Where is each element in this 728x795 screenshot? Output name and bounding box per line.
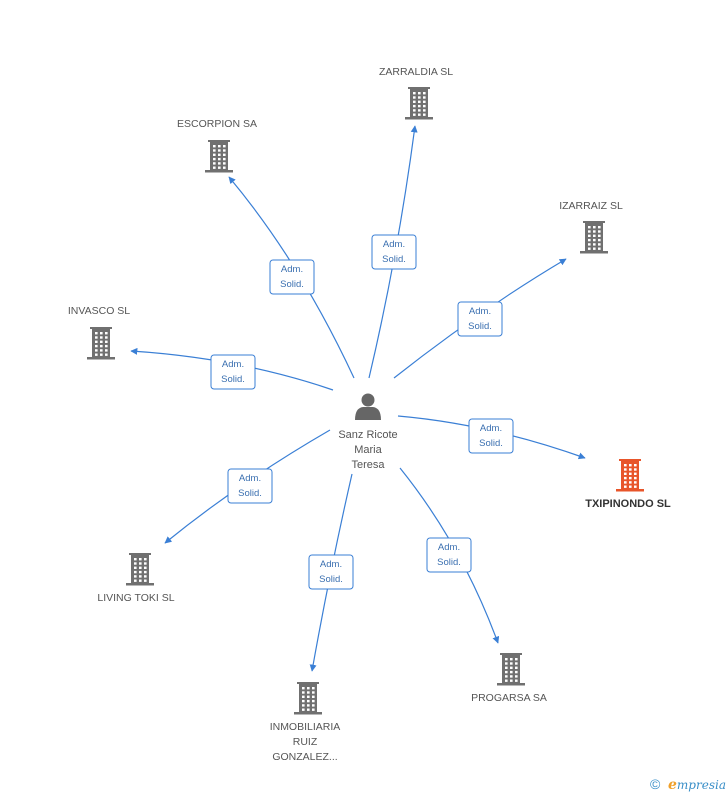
building-icon [205, 140, 233, 173]
edge-label-text: Adm. [383, 239, 405, 250]
building-icon [497, 653, 525, 686]
edge-txipinondo[interactable]: Adm. Solid. [397, 415, 586, 460]
edge-label-box[interactable] [308, 554, 354, 590]
building-icon [616, 459, 644, 492]
edge-label-text: Adm. [469, 306, 491, 317]
edge-zarraldia[interactable]: Adm. Solid. [368, 125, 418, 379]
nodes-layer: ZARRALDIA SL ESCORPION SA IZARRAIZ SL INVAS… [68, 66, 671, 763]
edge-label-text: Solid. [479, 438, 503, 449]
edge-progarsa[interactable]: Adm. Solid. [399, 467, 500, 644]
person-icon [355, 393, 381, 420]
edge-izarraiz[interactable]: Adm. Solid. [393, 258, 567, 379]
company-node-living-toki[interactable]: LIVING TOKI SL [97, 553, 175, 604]
company-label: TXIPINONDO SL [585, 498, 671, 510]
company-label: ZARRALDIA SL [379, 66, 453, 78]
person-label: Maria [354, 444, 382, 456]
building-icon [87, 327, 115, 360]
company-node-txipinondo[interactable]: TXIPINONDO SL [585, 459, 671, 510]
company-node-izarraiz[interactable]: IZARRAIZ SL [559, 200, 623, 254]
edge-label-box[interactable] [227, 468, 273, 504]
building-icon [126, 553, 154, 586]
copyright-symbol: © [650, 776, 661, 792]
company-label: RUIZ [293, 736, 318, 748]
company-node-progarsa[interactable]: PROGARSA SA [471, 653, 547, 704]
edge-label-text: Adm. [480, 423, 502, 434]
edge-label-text: Solid. [382, 254, 406, 265]
brand-initial: e [668, 777, 677, 793]
building-icon [405, 87, 433, 120]
edge-label-box[interactable] [371, 234, 417, 270]
company-label: LIVING TOKI SL [97, 592, 174, 604]
company-label: PROGARSA SA [471, 692, 547, 704]
person-label: Sanz Ricote [338, 429, 397, 441]
edge-label-text: Solid. [437, 557, 461, 568]
edges-layer: Adm. Solid. Adm. Solid. Adm. Solid. Adm. Solid.… [130, 125, 586, 672]
edge-escorpion[interactable]: Adm. Solid. [228, 176, 355, 379]
edge-inmobiliaria[interactable]: Adm. Solid. [308, 473, 354, 672]
company-node-invasco[interactable]: INVASCO SL [68, 305, 130, 360]
building-icon [294, 682, 322, 715]
edge-label-text: Adm. [222, 359, 244, 370]
edge-label-box[interactable] [426, 537, 472, 573]
edge-label-text: Solid. [280, 279, 304, 290]
building-icon [580, 221, 608, 254]
company-label: INVASCO SL [68, 305, 130, 317]
company-label: INMOBILIARIA [270, 721, 341, 733]
edge-label-box[interactable] [468, 418, 514, 454]
edge-label-text: Adm. [438, 542, 460, 553]
edge-label-text: Adm. [239, 473, 261, 484]
person-label: Teresa [351, 459, 385, 471]
edge-label-box[interactable] [457, 301, 503, 337]
company-node-zarraldia[interactable]: ZARRALDIA SL [379, 66, 453, 120]
edge-label-text: Adm. [320, 559, 342, 570]
edge-label-box[interactable] [269, 259, 315, 295]
brand-rest: mpresia [677, 778, 726, 792]
edge-label-text: Solid. [319, 574, 343, 585]
edge-label-text: Adm. [281, 264, 303, 275]
edge-label-text: Solid. [221, 374, 245, 385]
footer-brand: © empresia [650, 776, 726, 793]
brand-logo[interactable]: empresia [668, 777, 726, 793]
company-label: ESCORPION SA [177, 118, 257, 130]
company-node-inmobiliaria[interactable]: INMOBILIARIA RUIZ GONZALEZ... [270, 682, 341, 763]
company-node-escorpion[interactable]: ESCORPION SA [177, 118, 257, 173]
company-label: GONZALEZ... [272, 751, 337, 763]
company-label: IZARRAIZ SL [559, 200, 623, 212]
edge-label-box[interactable] [210, 354, 256, 390]
edge-label-text: Solid. [468, 321, 492, 332]
edge-label-text: Solid. [238, 488, 262, 499]
edge-invasco[interactable]: Adm. Solid. [130, 347, 334, 391]
edge-living-toki[interactable]: Adm. Solid. [164, 429, 331, 544]
